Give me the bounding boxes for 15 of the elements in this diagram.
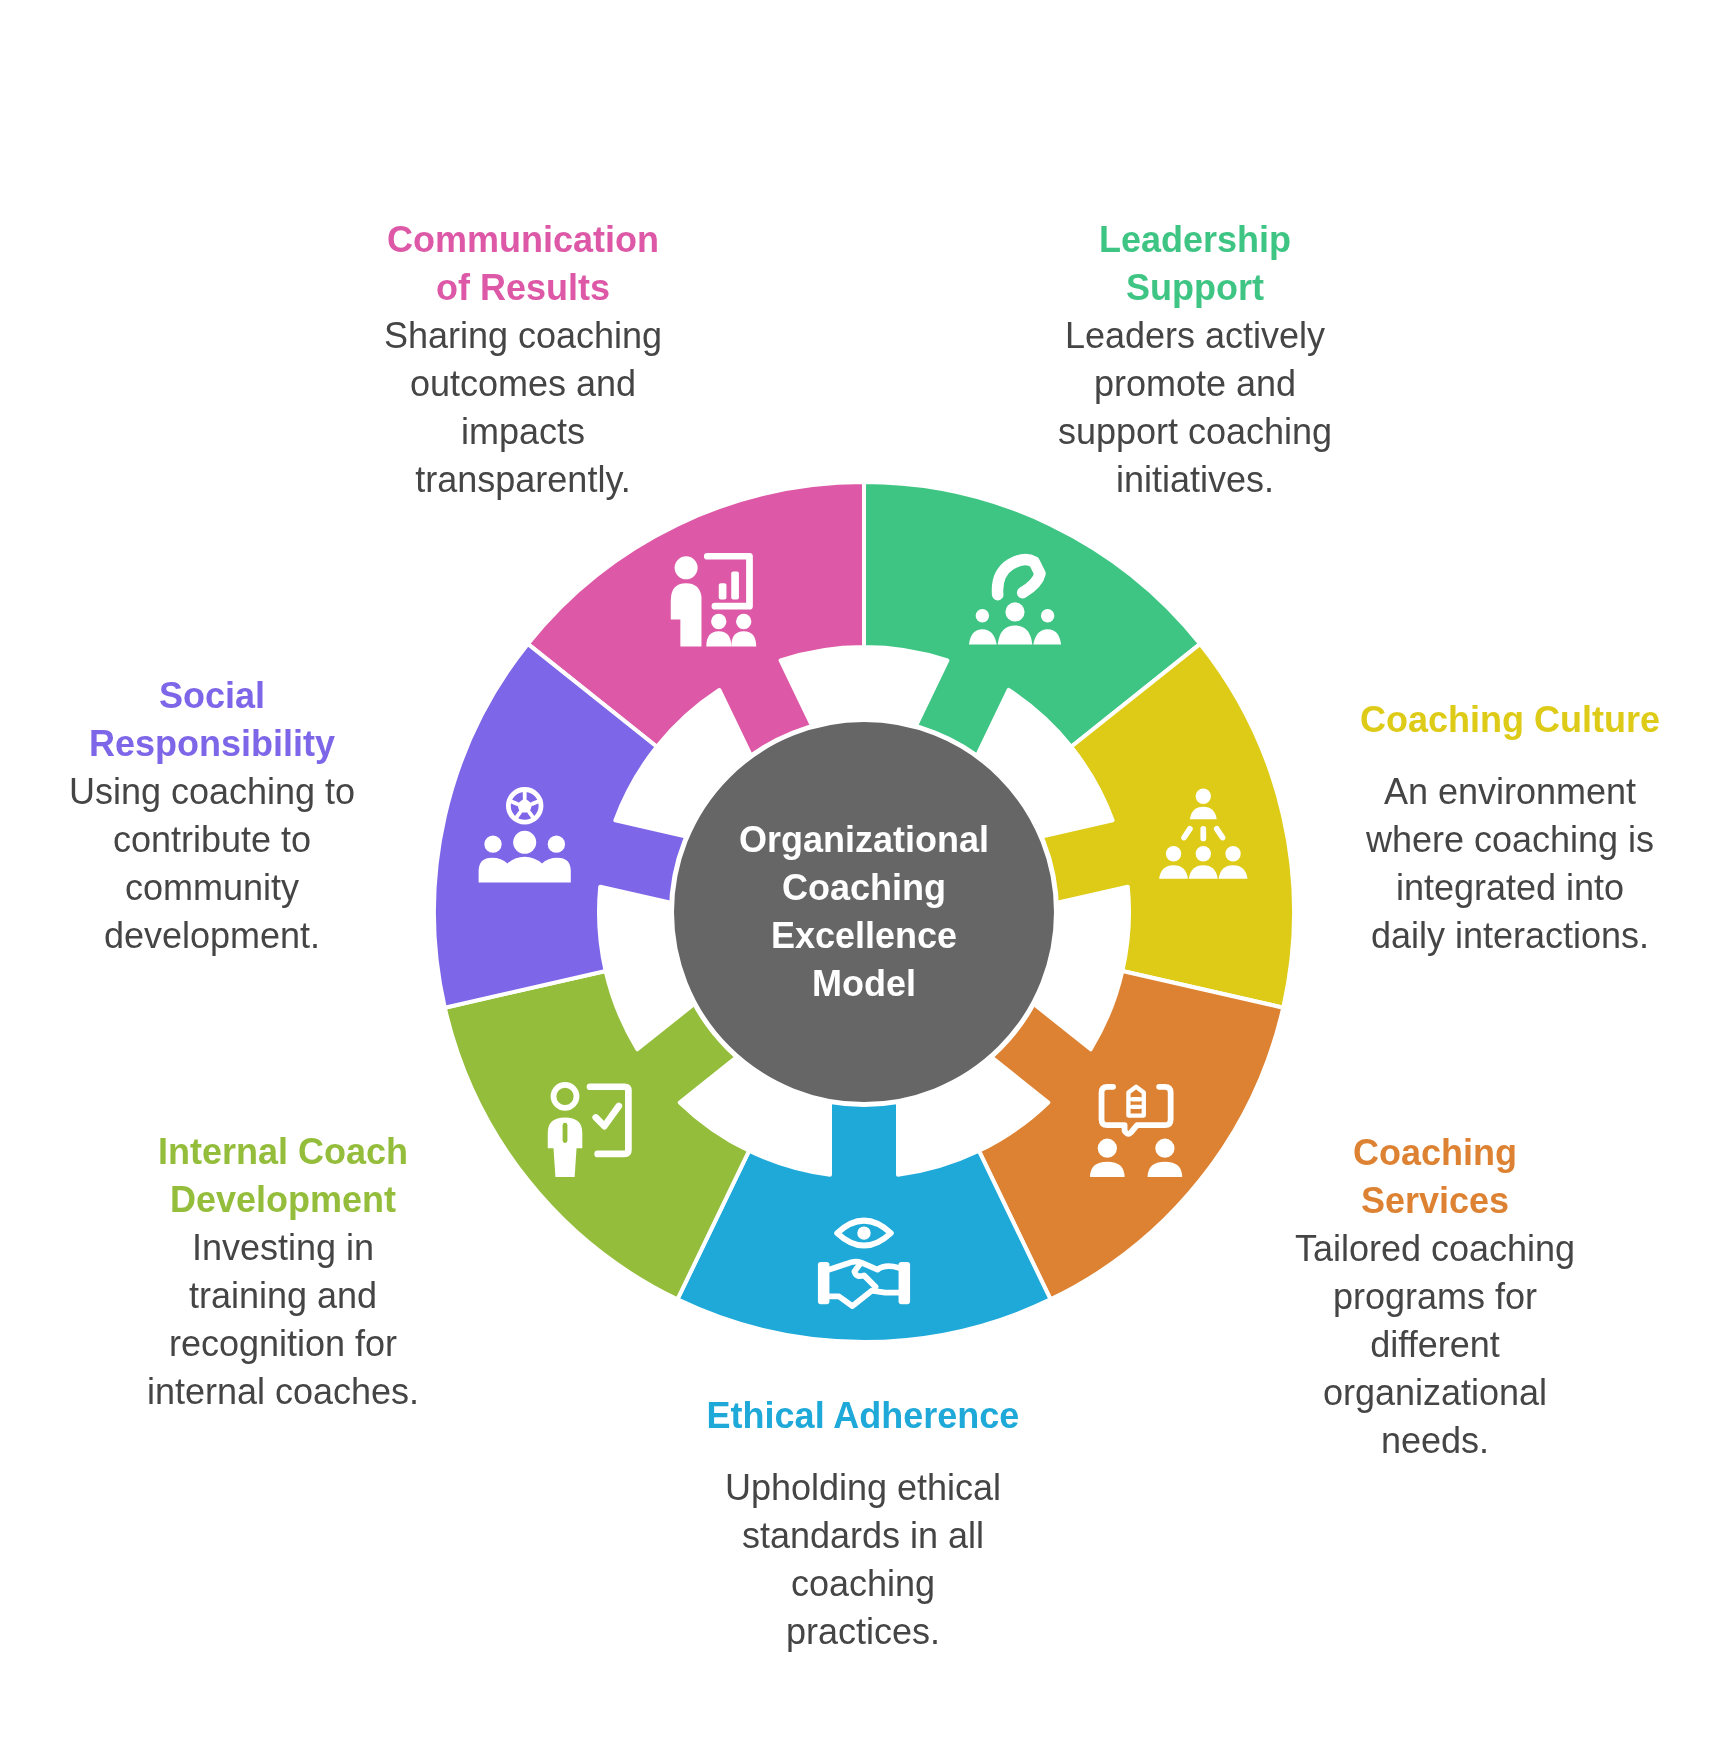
segment-description: An environment where coaching is integrated into daily interactions. bbox=[1364, 770, 1656, 958]
segment-description: Tailored coaching programs for different organizational needs. bbox=[1293, 1227, 1577, 1463]
segment-title: Coaching Culture bbox=[1360, 698, 1660, 742]
segment-title: Coaching Services bbox=[1352, 1131, 1518, 1223]
segment-title: Communication of Results bbox=[386, 218, 660, 310]
segment-description: Upholding ethical standards in all coaching practices. bbox=[723, 1466, 1003, 1654]
segment-title: Social Responsibility bbox=[87, 674, 336, 766]
segment-description: Sharing coaching outcomes and impacts transparently. bbox=[382, 314, 664, 502]
segment-description: Using coaching to contribute to community development. bbox=[67, 770, 357, 958]
segment-description: Leaders actively promote and support coaching initiatives. bbox=[1056, 314, 1334, 502]
hub-title: Organizational Coaching Excellence Model bbox=[738, 818, 990, 1006]
segment-title: Internal Coach Development bbox=[156, 1130, 410, 1222]
segment-title: Leadership Support bbox=[1097, 218, 1293, 310]
segment-description: Investing in training and recognition for internal coaches. bbox=[145, 1226, 421, 1414]
segment-title: Ethical Adherence bbox=[706, 1394, 1020, 1438]
